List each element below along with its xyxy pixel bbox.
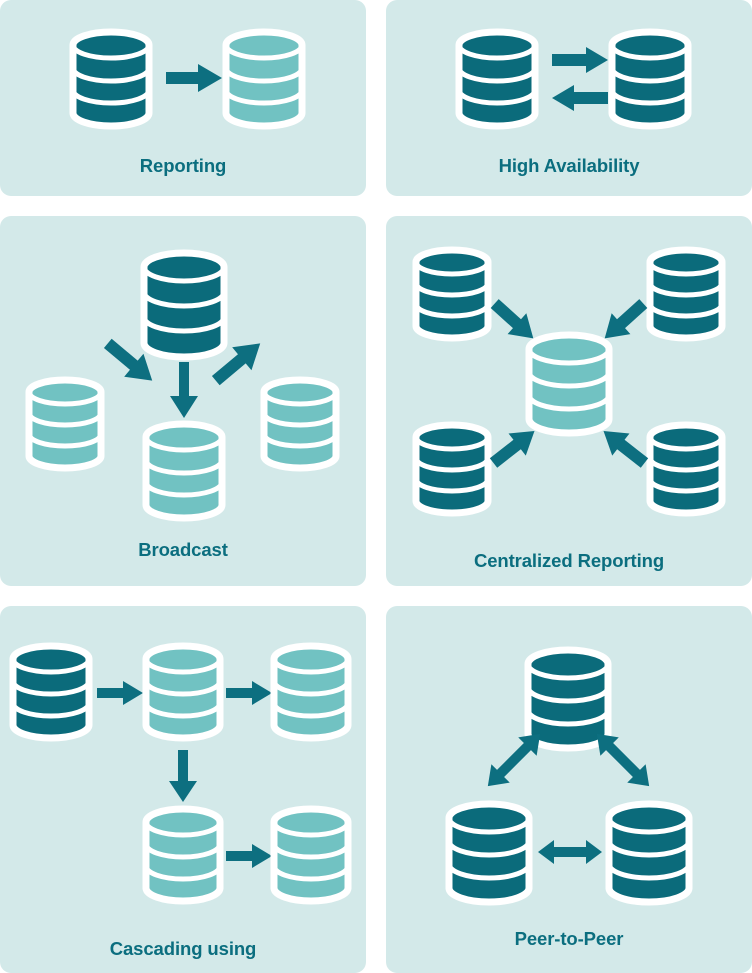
- arrow-peer-top-to-peer-bottom-right: [586, 723, 660, 797]
- arrow-intermediary-bottom-to-leaf-bottom-right: [226, 842, 272, 870]
- arrow-source-to-replica-right: [206, 331, 271, 393]
- panel-centralized-reporting-diagram: [386, 216, 752, 586]
- arrow-intermediary-top-to-leaf-top-right: [226, 679, 272, 707]
- arrow-source-to-replica-center: [169, 362, 199, 418]
- caption-line-1: Centralized Reporting: [473, 550, 665, 571]
- panel-reporting: Reporting: [0, 0, 366, 196]
- db-peer-top: [523, 646, 613, 752]
- db-source-database: [139, 249, 229, 361]
- db-peer-bottom-right: [604, 800, 694, 906]
- panel-centralized-reporting: Centralized Reporting (Consolidation): [386, 216, 752, 586]
- db-standby-database: [607, 28, 693, 130]
- db-source-bottom-right: [645, 421, 727, 517]
- caption-line-1: Cascading using: [109, 938, 257, 959]
- arrow-top-left-to-center: [485, 292, 544, 349]
- arrow-top-right-to-center: [595, 292, 654, 349]
- panel-peer-to-peer-diagram: [386, 606, 752, 973]
- db-primary-database: [454, 28, 540, 130]
- db-source-top-right: [645, 246, 727, 342]
- db-peer-bottom-left: [444, 800, 534, 906]
- panel-reporting-caption: Reporting: [139, 155, 227, 176]
- panel-high-availability-caption: High Availability: [498, 155, 640, 176]
- panel-centralized-reporting-caption: Centralized Reporting (Consolidation): [386, 528, 752, 586]
- db-source-database: [8, 642, 94, 742]
- panel-reporting-diagram: [0, 0, 366, 196]
- panel-cascading-diagram: [0, 606, 366, 973]
- arrow-source-to-replica-left: [98, 331, 163, 393]
- arrow-peer-top-to-peer-bottom-left: [477, 723, 551, 797]
- arrow-source-to-replica: [166, 62, 222, 94]
- db-leaf-top-right: [269, 642, 353, 742]
- panel-cascading-caption: Cascading using Intermediary Systems: [0, 916, 366, 973]
- panel-broadcast-diagram: [0, 216, 366, 586]
- db-leaf-bottom-right: [269, 805, 353, 905]
- panel-cascading: Cascading using Intermediary Systems: [0, 606, 366, 973]
- arrow-bottom-right-to-center: [594, 419, 653, 475]
- arrow-intermediary-top-to-intermediary-bottom: [168, 750, 198, 802]
- arrow-bottom-left-to-center: [484, 419, 543, 475]
- db-source-database: [68, 28, 154, 130]
- panel-peer-to-peer: Peer-to-Peer: [386, 606, 752, 973]
- panel-high-availability-diagram: [386, 0, 752, 196]
- db-replica-center: [141, 420, 227, 522]
- db-intermediary-bottom: [141, 805, 225, 905]
- db-source-top-left: [411, 246, 493, 342]
- db-replica-left: [24, 376, 106, 472]
- panel-broadcast: Broadcast: [0, 216, 366, 586]
- db-intermediary-top: [141, 642, 225, 742]
- db-consolidated-database: [524, 331, 614, 437]
- arrow-source-to-intermediary-top: [97, 679, 143, 707]
- db-replica-right: [259, 376, 341, 472]
- arrow-standby-to-primary: [552, 84, 608, 112]
- panel-high-availability: High Availability: [386, 0, 752, 196]
- arrow-primary-to-standby: [552, 46, 608, 74]
- panel-peer-to-peer-caption: Peer-to-Peer: [514, 928, 624, 949]
- panel-broadcast-caption: Broadcast: [138, 539, 228, 560]
- db-source-bottom-left: [411, 421, 493, 517]
- arrow-peer-bottom-left-to-peer-bottom-right: [538, 838, 602, 866]
- db-reporting-replica: [221, 28, 307, 130]
